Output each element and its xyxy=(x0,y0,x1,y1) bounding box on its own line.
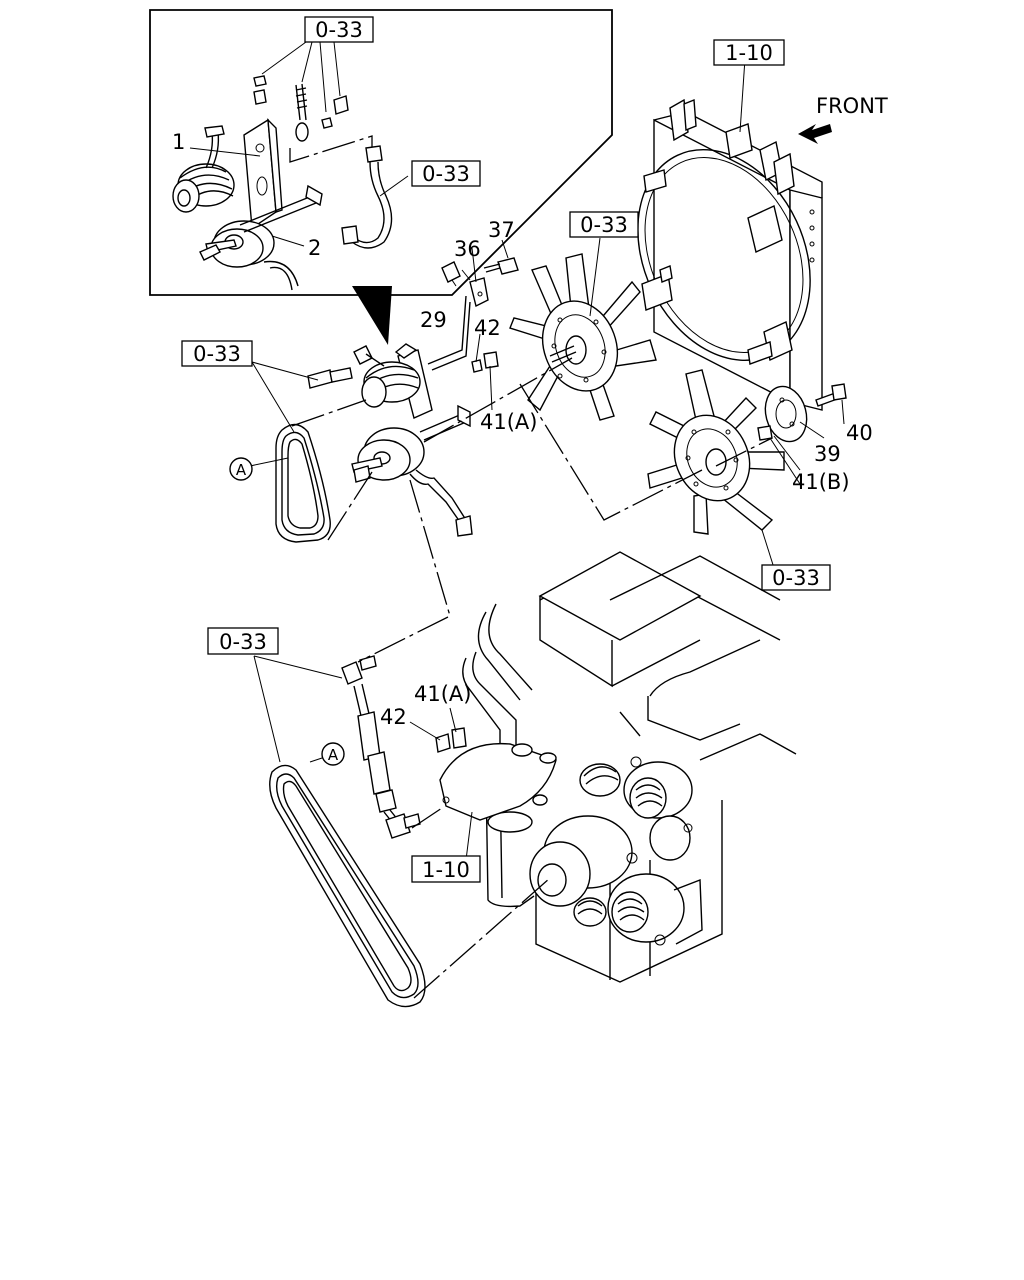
ref-box-belt-lower: 0-33 xyxy=(207,627,279,655)
part-number: 29 xyxy=(420,308,447,332)
belt-marker-a-upper: A xyxy=(229,457,253,481)
front-indicator: FRONT xyxy=(798,94,888,144)
tensioner-hardware xyxy=(441,257,519,373)
ref-label: 0-33 xyxy=(193,342,241,366)
fan-spacer-plate xyxy=(757,383,847,471)
part-number: 1 xyxy=(172,130,185,154)
ref-label: 0-33 xyxy=(580,213,628,237)
ref-box-inset-hose: 0-33 xyxy=(411,160,481,187)
part-number: 2 xyxy=(308,236,321,260)
part-labels: 1 2 29 36 37 42 41(A) 39 40 41(B) 41(A) … xyxy=(172,130,873,729)
part-number: 42 xyxy=(474,316,501,340)
marker-letter: A xyxy=(328,746,339,764)
tensioner-assembly xyxy=(307,295,473,537)
ref-label: 1-10 xyxy=(725,41,773,65)
ref-box-fan-upper: 0-33 xyxy=(569,211,639,238)
part-number: 37 xyxy=(488,218,515,242)
part-number: 39 xyxy=(814,442,841,466)
front-arrow-icon xyxy=(798,124,832,144)
belt-marker-a-lower: A xyxy=(321,742,345,766)
ref-label: 0-33 xyxy=(422,162,470,186)
cooling-fan-upper xyxy=(509,253,657,421)
leader-lines xyxy=(189,147,845,861)
radiator-shroud xyxy=(637,43,823,411)
cooling-fan-lower xyxy=(647,369,785,535)
part-number: 41(B) xyxy=(792,470,850,494)
marker-letter: A xyxy=(236,461,247,479)
ref-label: 0-33 xyxy=(772,566,820,590)
ref-box-inset-top: 0-33 xyxy=(304,16,374,43)
assembly-lines xyxy=(291,357,773,999)
part-number: 41(A) xyxy=(480,410,537,434)
drive-belt-lower xyxy=(269,764,426,1008)
part-number: 36 xyxy=(454,237,481,261)
ref-box-fan-lower: 0-33 xyxy=(761,564,831,591)
inset-detail xyxy=(149,9,613,345)
ref-box-radiator: 1-10 xyxy=(713,39,785,66)
ref-box-bolt-left: 0-33 xyxy=(181,340,253,367)
ref-label: 1-10 xyxy=(422,858,470,882)
engine-block xyxy=(439,551,797,983)
inset-tensioner-assembly xyxy=(172,41,373,291)
tensioner-rod xyxy=(341,655,467,839)
ref-label: 0-33 xyxy=(219,630,267,654)
front-label: FRONT xyxy=(816,94,888,118)
part-number: 42 xyxy=(380,705,407,729)
drive-belt-upper xyxy=(275,423,331,543)
inset-hose xyxy=(341,145,393,249)
ref-box-bracket: 1-10 xyxy=(411,855,481,883)
ref-label: 0-33 xyxy=(315,18,363,42)
part-number: 41(A) xyxy=(414,682,471,706)
part-number: 40 xyxy=(846,421,873,445)
